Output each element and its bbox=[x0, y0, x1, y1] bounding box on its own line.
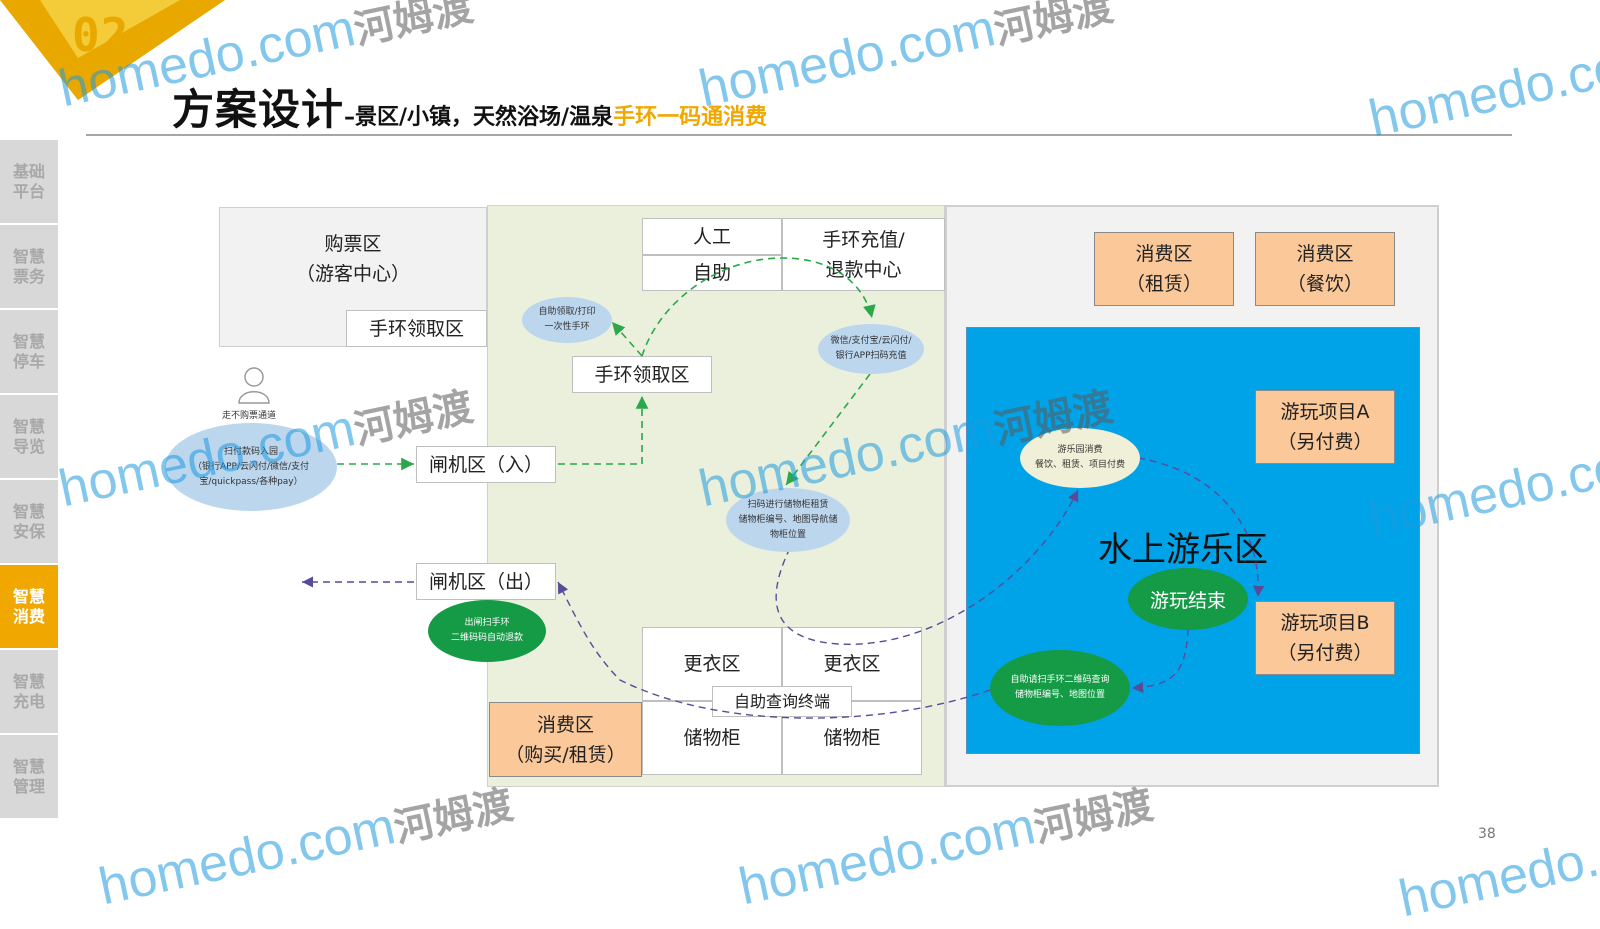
section-badge bbox=[0, 0, 225, 100]
sidebar-item-smart-ticketing[interactable]: 智慧票务 bbox=[0, 225, 58, 310]
changing-1-label: 更衣区 bbox=[683, 653, 741, 675]
sidebar-item-smart-security[interactable]: 智慧安保 bbox=[0, 480, 58, 565]
sidebar-item-base-platform[interactable]: 基础平台 bbox=[0, 140, 58, 225]
section-number: 02 bbox=[72, 8, 130, 62]
exit-scan-line2: 二维码码自动退款 bbox=[450, 633, 523, 643]
locker-1-label: 储物柜 bbox=[683, 727, 741, 749]
wechat-recharge-line2: 银行APP扫码充值 bbox=[835, 351, 907, 361]
consume-rent-line1: 消费区 bbox=[1135, 243, 1193, 265]
self-scan-query-ellipse: 自助请扫手环二维码查询储物柜编号、地图位置 bbox=[990, 650, 1130, 726]
sidebar-item-smart-consumption[interactable]: 智慧消费 bbox=[0, 565, 58, 650]
title-sub: –景区/小镇，天然浴场/温泉 bbox=[344, 105, 614, 130]
consume-rent-box: 消费区 （租赁） bbox=[1094, 232, 1234, 306]
person-icon bbox=[238, 367, 270, 404]
park-consume-ellipse: 游乐园消费餐饮、租赁、项目付费 bbox=[1020, 428, 1140, 488]
gate-out-box: 闸机区（出） bbox=[416, 563, 556, 600]
band-pickup-mid-label: 手环领取区 bbox=[594, 363, 690, 386]
consume-food-box: 消费区 （餐饮） bbox=[1255, 232, 1395, 306]
project-a-line1: 游玩项目A bbox=[1280, 401, 1370, 423]
consume-buy-line1: 消费区 bbox=[536, 713, 594, 736]
recharge-line1: 手环充值/ bbox=[822, 228, 905, 251]
flow-connectors bbox=[302, 257, 1265, 719]
sidebar-item-smart-parking[interactable]: 智慧停车 bbox=[0, 310, 58, 395]
consume-buy-box: 消费区 （购买/租赁） bbox=[489, 702, 642, 777]
ticket-area-title: 购票区 bbox=[324, 233, 382, 255]
changing-2-label: 更衣区 bbox=[823, 653, 881, 675]
self-pickup-line2: 一次性手环 bbox=[544, 322, 590, 332]
self-pickup-ellipse: 自助领取/打印一次性手环 bbox=[522, 297, 612, 343]
scan-entry-ellipse: 扫付款码入园 （银行APP/云闪付/微信/支付宝/quickpass/各种pay） bbox=[165, 423, 337, 511]
page-number: 38 bbox=[1478, 826, 1496, 842]
gate-in-box: 闸机区（入） bbox=[416, 446, 556, 483]
locker-scan-line2: 储物柜编号、地图导航储 bbox=[738, 514, 838, 525]
band-pickup-mid: 手环领取区 bbox=[572, 356, 712, 393]
consume-buy-line2: （购买/租赁） bbox=[505, 743, 626, 766]
band-pickup-top-label: 手环领取区 bbox=[368, 317, 464, 340]
project-b-box: 游玩项目B （另付费） bbox=[1255, 601, 1395, 675]
self-box: 自助 bbox=[642, 255, 782, 291]
exit-scan-ellipse: 出闸扫手环二维码码自动退款 bbox=[428, 600, 546, 662]
sidebar-item-smart-charging[interactable]: 智慧充电 bbox=[0, 650, 58, 735]
scan-entry-line1: 扫付款码入园 bbox=[223, 446, 278, 457]
exit-scan-line1: 出闸扫手环 bbox=[464, 618, 510, 628]
changing-area-2: 更衣区 bbox=[782, 627, 922, 701]
wechat-recharge-ellipse: 微信/支付宝/云闪付/银行APP扫码充值 bbox=[818, 324, 924, 374]
no-ticket-label: 走不购票通道 bbox=[221, 411, 276, 421]
project-b-line2: （另付费） bbox=[1277, 642, 1373, 664]
gate-in-label: 闸机区（入） bbox=[428, 453, 543, 476]
locker-scan-ellipse: 扫码进行储物柜租赁储物柜编号、地图导航储物柜位置 bbox=[726, 488, 850, 552]
park-consume-line1: 游乐园消费 bbox=[1057, 445, 1103, 455]
title-main: 方案设计 bbox=[172, 85, 345, 134]
title-divider bbox=[86, 134, 1512, 136]
play-end-ellipse: 游玩结束 bbox=[1128, 568, 1248, 630]
band-pickup-top: 手环领取区 bbox=[346, 310, 487, 347]
sidebar-item-smart-guide[interactable]: 智慧导览 bbox=[0, 395, 58, 480]
water-zone-title: 水上游乐区 bbox=[1098, 530, 1268, 570]
scan-entry-line3: 宝/quickpass/各种pay） bbox=[199, 476, 303, 487]
wechat-recharge-line1: 微信/支付宝/云闪付/ bbox=[830, 336, 912, 346]
manual-label: 人工 bbox=[692, 225, 731, 248]
consume-rent-line2: （租赁） bbox=[1125, 273, 1202, 295]
recharge-center-box: 手环充值/ 退款中心 bbox=[782, 218, 945, 291]
recharge-line2: 退款中心 bbox=[825, 258, 902, 281]
project-a-line2: （另付费） bbox=[1277, 431, 1373, 453]
gate-out-label: 闸机区（出） bbox=[428, 570, 543, 593]
project-a-box: 游玩项目A （另付费） bbox=[1255, 390, 1395, 464]
locker-2: 储物柜 bbox=[782, 701, 922, 775]
query-terminal-label: 自助查询终端 bbox=[733, 691, 830, 711]
no-ticket-channel: 走不购票通道 bbox=[222, 366, 284, 421]
ticket-area-subtitle: （游客中心） bbox=[295, 263, 410, 285]
self-pickup-line1: 自助领取/打印 bbox=[538, 307, 596, 317]
project-b-line1: 游玩项目B bbox=[1280, 612, 1370, 634]
locker-scan-line3: 物柜位置 bbox=[769, 529, 806, 540]
title-highlight: 手环一码通消费 bbox=[613, 105, 768, 130]
self-scan-query-line1: 自助请扫手环二维码查询 bbox=[1010, 675, 1110, 685]
consume-food-line1: 消费区 bbox=[1296, 243, 1354, 265]
sidebar-item-smart-management[interactable]: 智慧管理 bbox=[0, 735, 58, 820]
sidebar-nav: 基础平台 智慧票务 智慧停车 智慧导览 智慧安保 智慧消费 智慧充电 智慧管理 bbox=[0, 140, 58, 820]
self-scan-query-line2: 储物柜编号、地图位置 bbox=[1014, 690, 1105, 700]
query-terminal-box: 自助查询终端 bbox=[712, 686, 852, 717]
consume-food-line2: （餐饮） bbox=[1286, 273, 1363, 295]
page-title: 方案设计–景区/小镇，天然浴场/温泉手环一码通消费 bbox=[172, 76, 767, 137]
self-label: 自助 bbox=[692, 262, 731, 284]
manual-box: 人工 bbox=[642, 218, 782, 255]
play-end-label: 游玩结束 bbox=[1149, 589, 1226, 612]
scan-entry-line2: （银行APP/云闪付/微信/支付 bbox=[192, 461, 310, 472]
park-consume-line2: 餐饮、租赁、项目付费 bbox=[1034, 460, 1125, 470]
locker-scan-line1: 扫码进行储物柜租赁 bbox=[747, 499, 829, 510]
locker-2-label: 储物柜 bbox=[823, 727, 881, 749]
